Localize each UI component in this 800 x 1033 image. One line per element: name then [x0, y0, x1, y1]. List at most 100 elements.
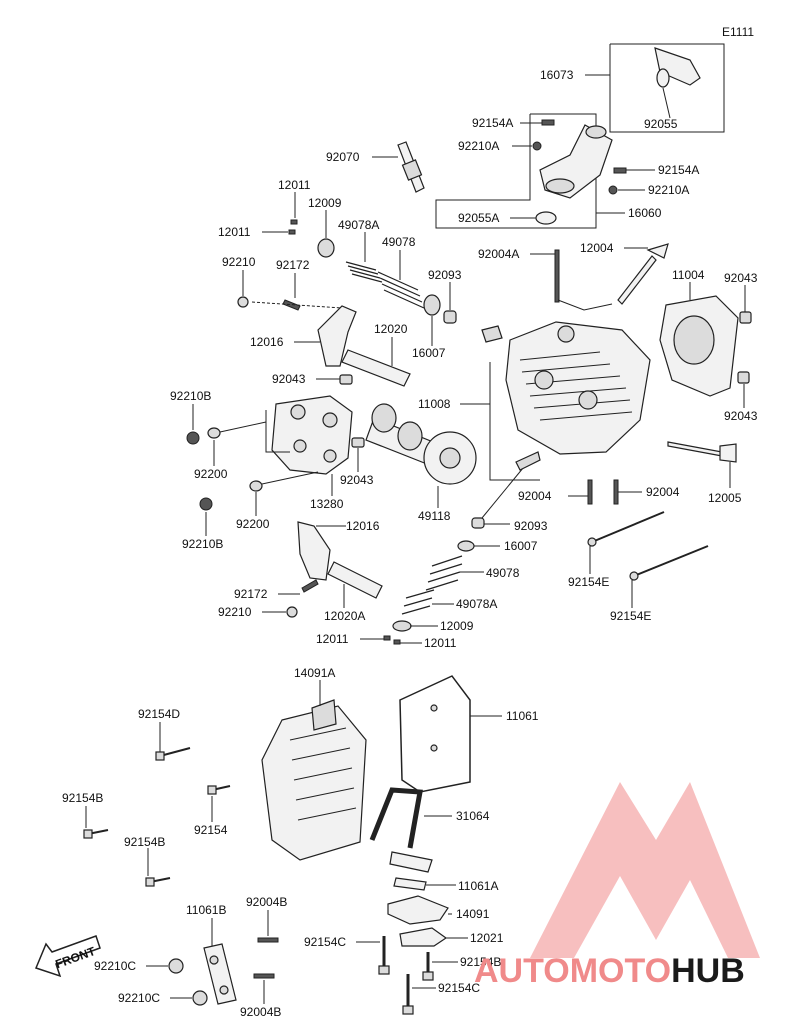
- watermark-auto: AUTO: [474, 952, 570, 990]
- part-92210C-nut-2: [192, 990, 208, 1006]
- label-12011-2: 12011: [218, 225, 251, 239]
- part-11008-cylinder-head: [505, 321, 651, 455]
- label-92154A-2: 92154A: [658, 163, 699, 177]
- part-11061A-gasket: [393, 877, 427, 891]
- part-16007-seal-1: [423, 294, 441, 316]
- watermark-text: AUTOMOTOHUB: [474, 952, 745, 990]
- label-92004A: 92004A: [478, 247, 519, 261]
- label-12011-3: 12011: [316, 632, 349, 646]
- part-14091-cover: [387, 895, 449, 925]
- label-12020A: 12020A: [324, 609, 365, 623]
- label-92200-2: 92200: [236, 517, 270, 531]
- label-49078-1: 49078: [382, 235, 416, 249]
- label-92070: 92070: [326, 150, 360, 164]
- part-11061-gasket: [399, 675, 471, 793]
- label-92154B-3: 92154B: [460, 955, 501, 969]
- part-16073-plate: [654, 47, 701, 86]
- part-12004-valve: [617, 255, 657, 305]
- label-11061: 11061: [506, 709, 539, 723]
- label-13280: 13280: [310, 497, 344, 511]
- part-13280-cam-holder: [271, 395, 353, 475]
- part-92043-pin-4: [351, 437, 365, 448]
- watermark-moto: MOTO: [570, 952, 671, 990]
- part-12011-keeper-4: [393, 639, 401, 645]
- part-92093-seal-1: [443, 310, 457, 324]
- part-92210B-nut-1: [186, 431, 200, 445]
- part-49078-spring-lower: [425, 555, 463, 591]
- label-12016-1: 12016: [250, 335, 284, 349]
- label-14091: 14091: [456, 907, 490, 921]
- label-92093-2: 92093: [514, 519, 548, 533]
- part-12016-rocker-arm-2: [297, 521, 331, 581]
- label-11004: 11004: [672, 268, 705, 282]
- part-12005-valve: [667, 441, 723, 457]
- label-31064: 31064: [456, 809, 490, 823]
- part-92043-pin-2: [739, 311, 752, 324]
- label-16007-1: 16007: [412, 346, 446, 360]
- part-92210-nut-2: [286, 606, 298, 618]
- part-49078A-spring-lower: [401, 589, 435, 615]
- part-92004A-stud: [554, 249, 560, 303]
- part-92172-screw-1: [282, 299, 301, 311]
- part-12011-keeper-3: [383, 635, 391, 641]
- label-12009-1: 12009: [308, 196, 342, 210]
- label-92154: 92154: [194, 823, 228, 837]
- label-92004-2: 92004: [646, 485, 680, 499]
- part-92093-seal-2: [471, 517, 485, 529]
- part-12021-plate: [399, 927, 448, 947]
- part-12009-retainer: [317, 238, 335, 258]
- watermark-logo: [530, 782, 760, 958]
- part-14091A-head-cover: [261, 705, 367, 861]
- part-92154A-bolt-2: [613, 167, 627, 174]
- part-92210C-nut-1: [168, 958, 184, 974]
- label-92004B-1: 92004B: [246, 895, 287, 909]
- label-92210-1: 92210: [222, 255, 256, 269]
- label-92004-1: 92004: [518, 489, 552, 503]
- label-11008: 11008: [418, 397, 451, 411]
- label-11061B: 11061B: [186, 903, 226, 917]
- part-92055A-gasket: [535, 211, 557, 225]
- box-16060: [435, 113, 597, 229]
- part-92154A-bolt-1: [541, 119, 555, 126]
- label-16060: 16060: [628, 206, 662, 220]
- part-92210-nut-1: [237, 296, 249, 308]
- label-92210B-2: 92210B: [182, 537, 223, 551]
- part-92004B-stud-2: [253, 973, 275, 979]
- part-92210A-nut-2: [608, 185, 618, 195]
- label-92154D: 92154D: [138, 707, 180, 721]
- label-12011-1: 12011: [278, 178, 311, 192]
- part-92210B-nut-2: [199, 497, 213, 511]
- part-92043-pin-3: [737, 371, 750, 384]
- part-92154D-bolt: [159, 747, 191, 757]
- label-92172-1: 92172: [276, 258, 310, 272]
- label-12011-4: 12011: [424, 636, 457, 650]
- watermark-logo-mark: [530, 782, 760, 958]
- label-16007-2: 16007: [504, 539, 538, 553]
- label-92154B-1: 92154B: [62, 791, 103, 805]
- part-92172-screw-2: [301, 579, 319, 593]
- label-92043-1: 92043: [272, 372, 306, 386]
- label-12004: 12004: [580, 241, 614, 255]
- label-92004B-2: 92004B: [240, 1005, 281, 1019]
- label-92172-2: 92172: [234, 587, 268, 601]
- part-12020-rocker-shaft: [341, 349, 411, 387]
- part-92210A-nut-1: [532, 141, 542, 151]
- part-31064-guide: [369, 787, 423, 849]
- label-49078-2: 49078: [486, 566, 520, 580]
- part-92055-oring: [656, 68, 670, 88]
- label-49118: 49118: [418, 509, 451, 523]
- part-92154E-bolt-2: [633, 545, 709, 577]
- part-12011-keeper-1: [290, 219, 298, 225]
- watermark-hub: HUB: [671, 952, 745, 990]
- part-12011-keeper-2: [288, 229, 296, 235]
- label-92210C-1: 92210C: [94, 959, 136, 973]
- label-92210C-2: 92210C: [118, 991, 160, 1005]
- label-11061A: 11061A: [458, 879, 498, 893]
- label-92043-2: 92043: [724, 271, 758, 285]
- part-92043-pin-1: [339, 374, 353, 385]
- label-92043-3: 92043: [724, 409, 758, 423]
- label-14091A: 14091A: [294, 666, 335, 680]
- label-92043-4: 92043: [340, 473, 374, 487]
- label-92055A: 92055A: [458, 211, 499, 225]
